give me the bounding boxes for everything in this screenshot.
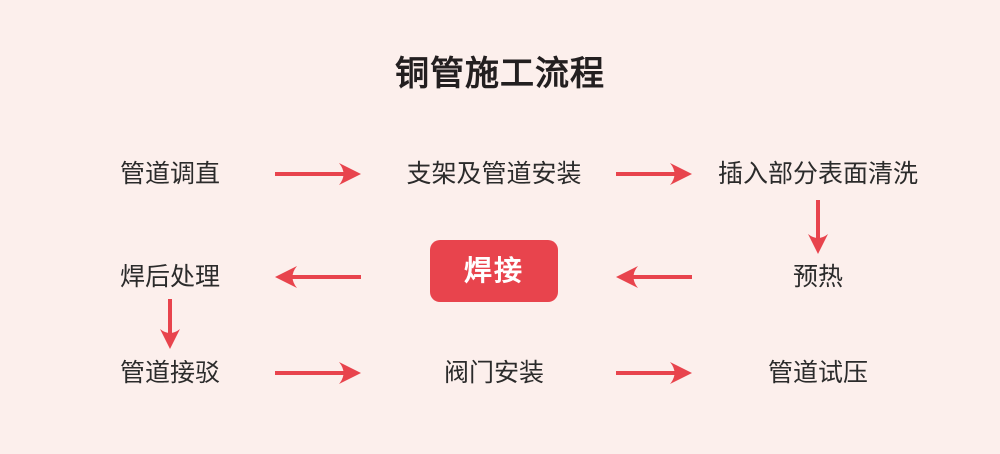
flow-node-label: 焊后处理 xyxy=(119,263,221,291)
flow-arrow-down-icon xyxy=(157,299,183,349)
flow-node: 支架及管道安装 xyxy=(406,157,581,191)
flow-node-label: 管道试压 xyxy=(767,359,869,387)
flow-node-label: 焊接 xyxy=(463,255,524,286)
flow-node: 插入部分表面清洗 xyxy=(718,157,918,191)
flow-node-label: 插入部分表面清洗 xyxy=(717,160,919,188)
page-title: 铜管施工流程 xyxy=(395,55,605,93)
flow-node: 管道调直 xyxy=(120,157,220,191)
flow-node: 焊后处理 xyxy=(120,260,220,294)
flow-node-label: 支架及管道安装 xyxy=(406,160,582,188)
flow-node-label: 阀门安装 xyxy=(443,359,545,387)
flow-arrow-right-icon xyxy=(275,360,361,386)
flow-node: 预热 xyxy=(793,260,843,294)
flow-node: 阀门安装 xyxy=(444,356,544,390)
flow-node-highlighted: 焊接 xyxy=(430,240,558,302)
flow-node-label: 管道调直 xyxy=(119,160,221,188)
flow-arrow-right-icon xyxy=(275,161,361,187)
flow-arrow-down-icon xyxy=(805,200,831,254)
flow-node-label: 管道接驳 xyxy=(119,359,221,387)
flow-arrow-right-icon xyxy=(616,360,692,386)
flow-arrow-left-icon xyxy=(275,264,361,290)
flow-node: 管道试压 xyxy=(768,356,868,390)
flow-arrow-left-icon xyxy=(616,264,692,290)
flow-arrow-right-icon xyxy=(616,161,692,187)
flow-node-label: 预热 xyxy=(792,263,844,291)
flow-node: 管道接驳 xyxy=(120,356,220,390)
